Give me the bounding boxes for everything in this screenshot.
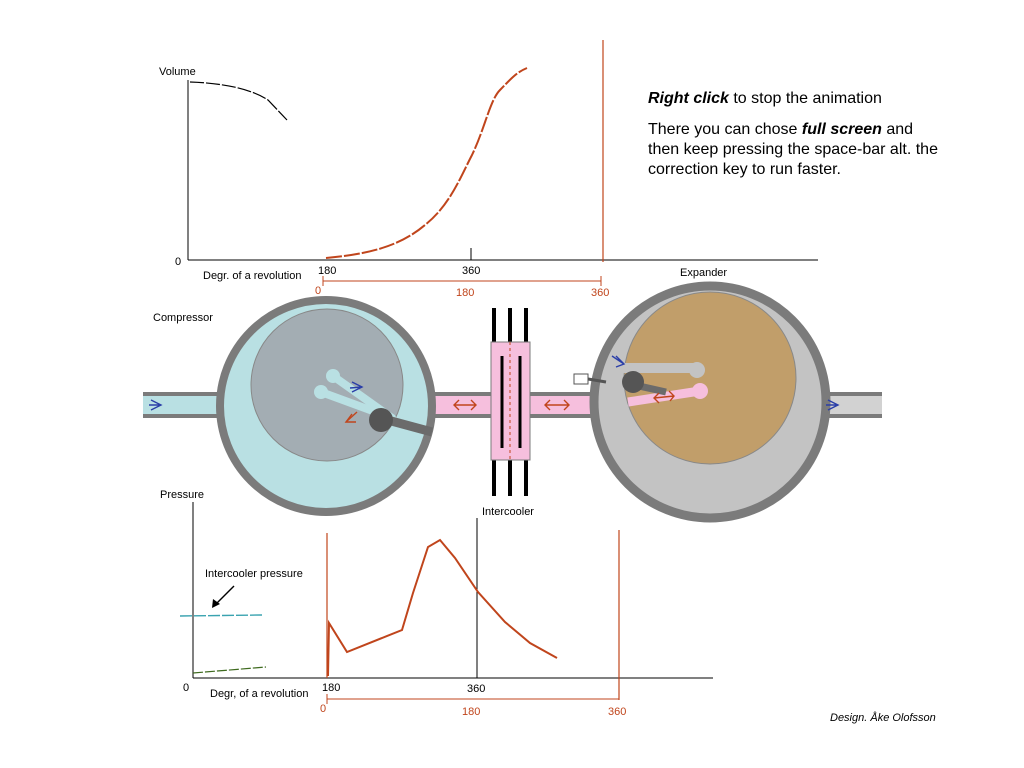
volume-orange-label-180: 180 (456, 287, 474, 299)
expander-arrow-orange (653, 390, 675, 404)
intercooler-pressure-line (179, 614, 263, 617)
pressure-curve-orange (327, 538, 558, 677)
pressure-curve-green (192, 666, 267, 674)
pressure-tick-180: 180 (322, 682, 340, 694)
pressure-annotation: Intercooler pressure (205, 568, 303, 580)
expander-shaft (622, 371, 644, 393)
instruction-chose: There you can chose (648, 121, 802, 138)
expander-arrow-blue (611, 355, 626, 368)
expander-label: Expander (680, 267, 727, 279)
instruction-full-screen: full screen (801, 121, 882, 138)
instruction-line-2: There you can chose full screen and then… (648, 120, 948, 180)
pressure-y-zero: 0 (183, 682, 189, 694)
compressor-rotor (250, 308, 404, 462)
volume-curve-orange (325, 67, 528, 259)
instruction-stop: to stop the animation (728, 90, 882, 107)
inlet-pipe (143, 394, 229, 416)
instruction-right-click: Right click (648, 90, 729, 107)
volume-curve-black (189, 81, 288, 121)
pipe-arrow-left (453, 399, 477, 411)
pressure-x-label: Degr, of a revolution (210, 688, 308, 700)
compressor-shaft (369, 408, 393, 432)
volume-chart: Volume 0 Degr. of a revolution 180 360 0… (159, 40, 818, 299)
pressure-chart: Pressure 0 Degr, of a revolution 180 360… (160, 489, 713, 718)
volume-orange-label-0: 0 (315, 285, 321, 297)
intercooler-body (490, 341, 531, 461)
compressor: Compressor (149, 296, 436, 516)
pipe-arrow-right (544, 399, 570, 411)
inlet-arrow (149, 399, 163, 411)
pressure-orange-label-0: 0 (320, 703, 326, 715)
volume-tick-180: 180 (318, 265, 336, 277)
intercooler-label: Intercooler (482, 506, 534, 518)
volume-y-zero: 0 (175, 256, 181, 268)
pressure-y-label: Pressure (160, 489, 204, 501)
volume-y-label: Volume (159, 66, 196, 78)
outlet-pipe (820, 394, 882, 416)
instruction-line-1: Right click to stop the animation (648, 89, 948, 109)
pressure-orange-label-180: 180 (462, 706, 480, 718)
instruction-keypress: and then keep pressing the space-bar alt… (648, 121, 938, 178)
pressure-orange-label-360: 360 (608, 706, 626, 718)
injector (573, 373, 589, 385)
compressor-label: Compressor (153, 312, 213, 324)
intercooler: Intercooler (453, 308, 570, 518)
design-credit: Design. Åke Olofsson (830, 712, 936, 724)
volume-x-label: Degr. of a revolution (203, 270, 301, 282)
expander-rotor (623, 291, 797, 465)
expander: Expander (573, 267, 840, 523)
volume-tick-360: 360 (462, 265, 480, 277)
volume-orange-label-360: 360 (591, 287, 609, 299)
outlet-arrow (826, 399, 840, 411)
pressure-tick-360: 360 (467, 683, 485, 695)
